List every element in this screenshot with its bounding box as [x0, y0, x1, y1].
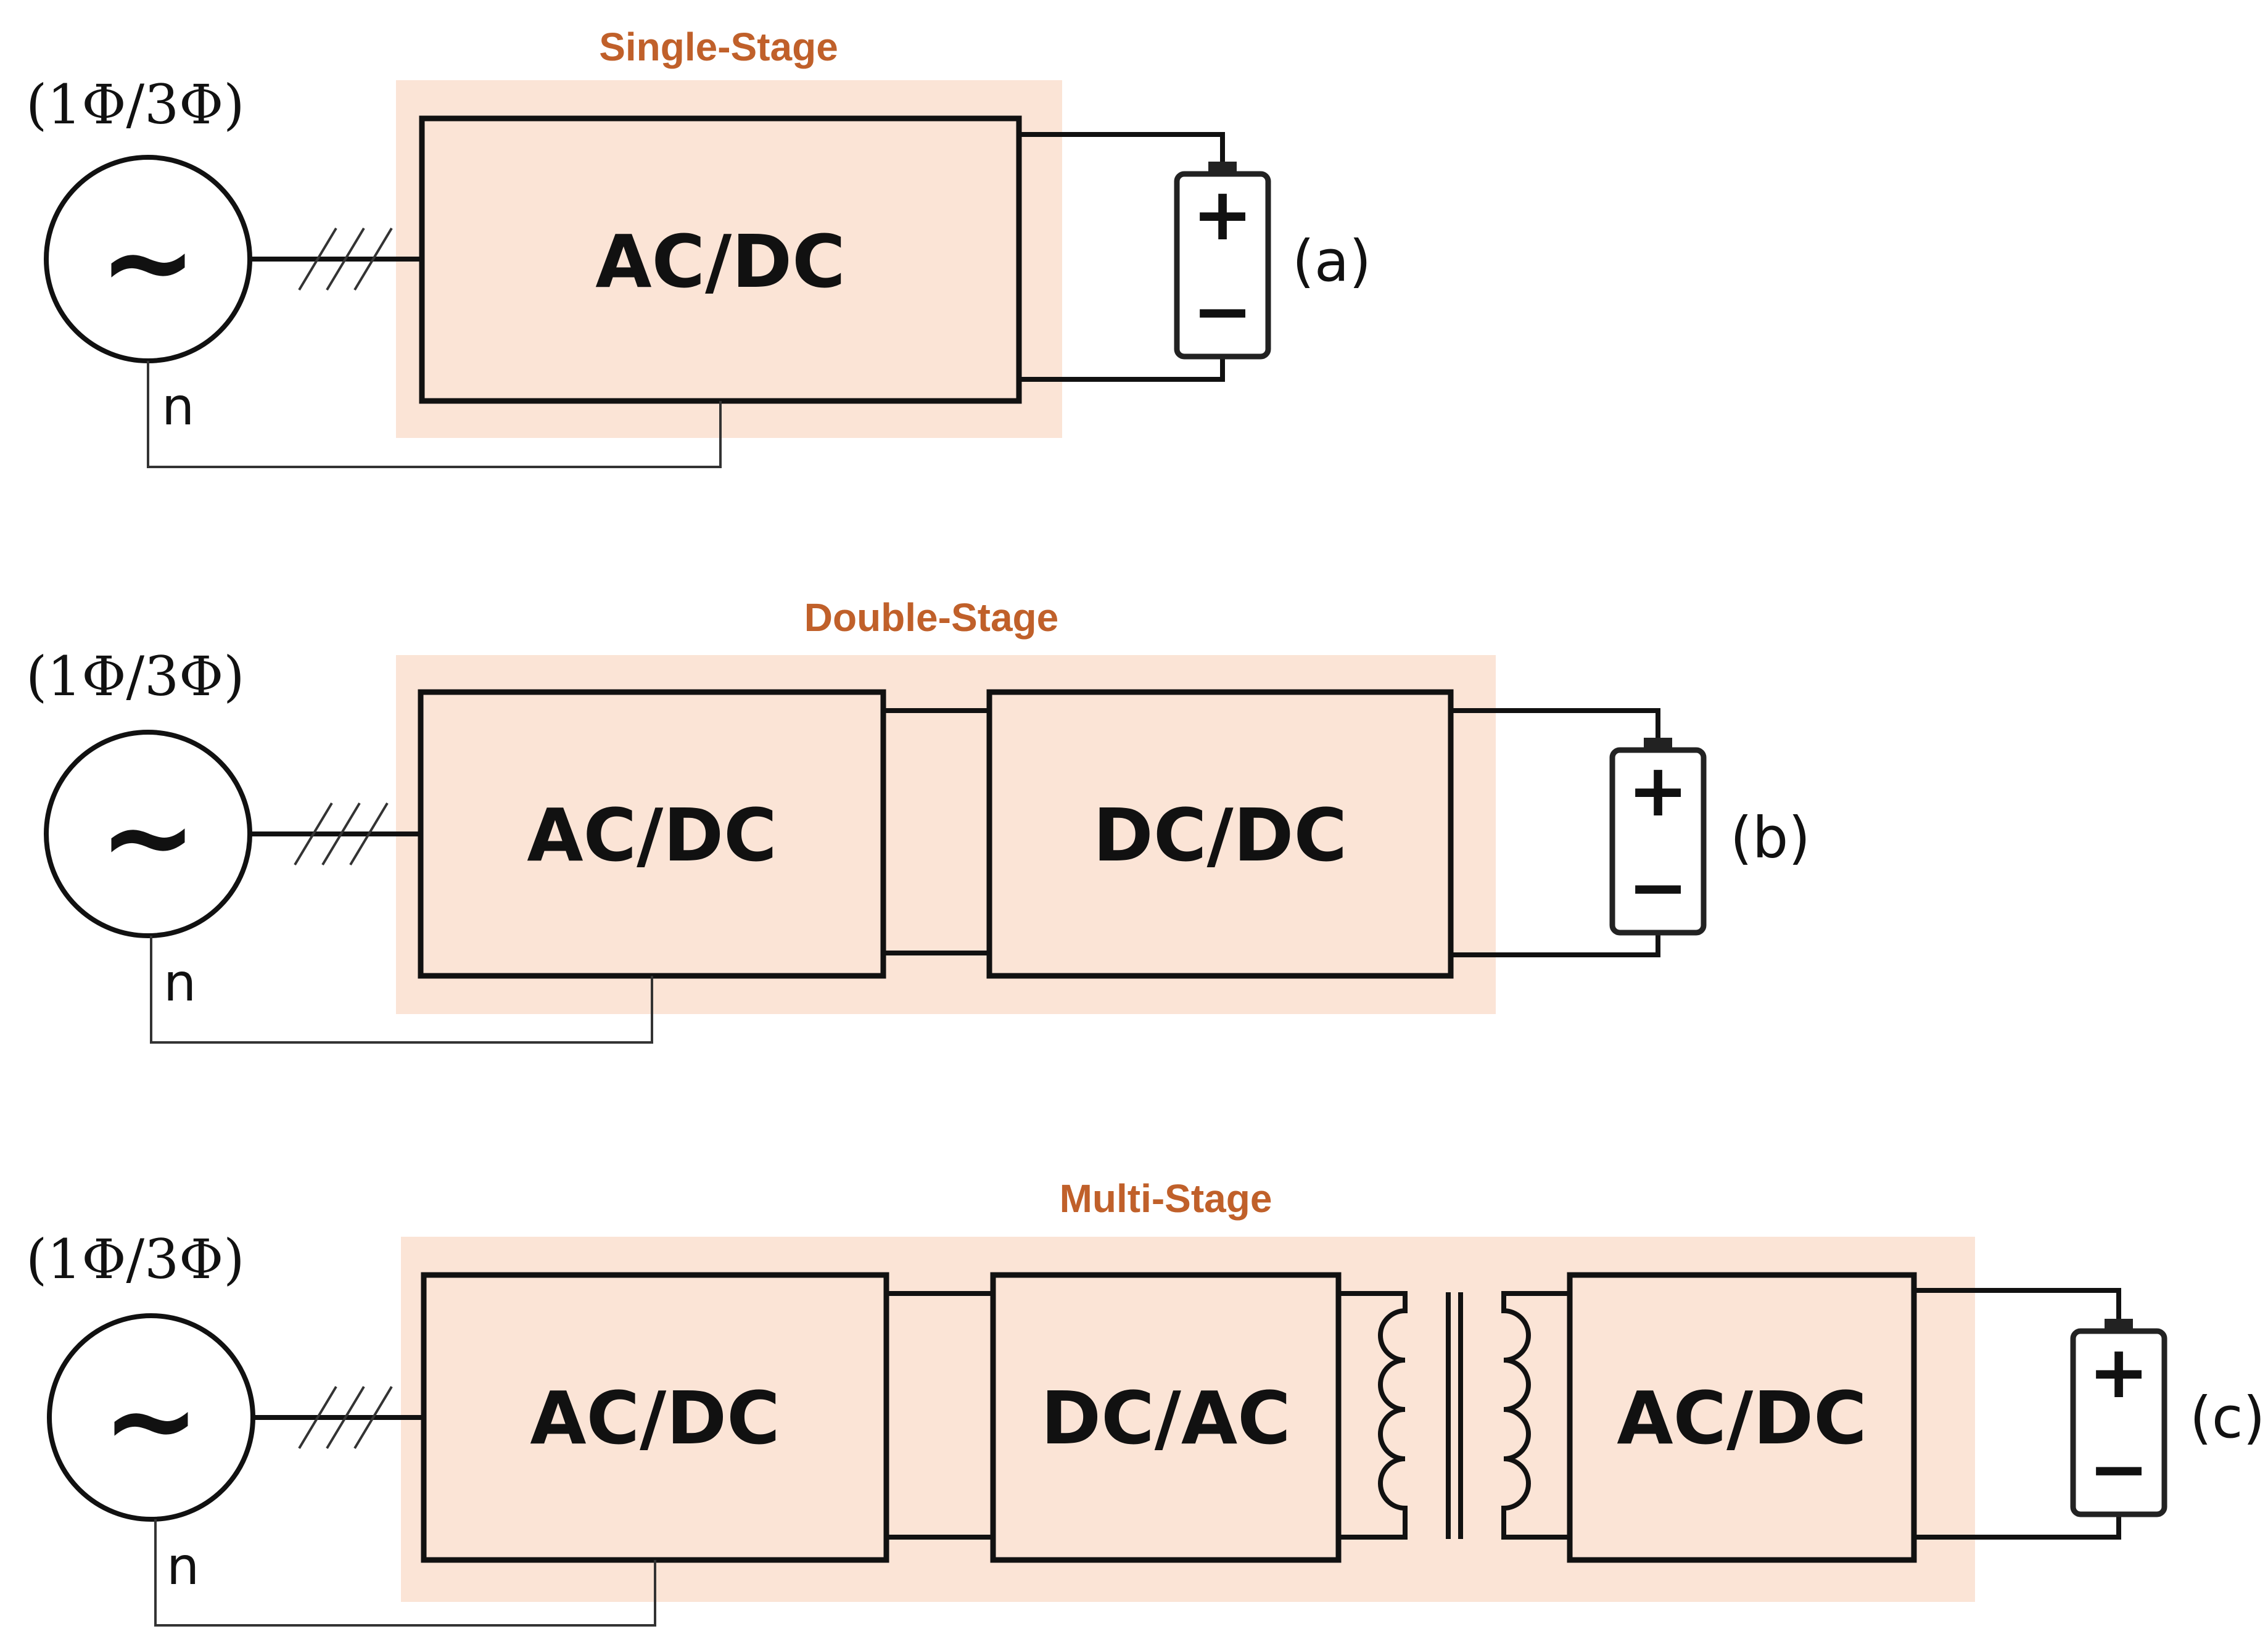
dc-positive-wire [1914, 1288, 2121, 1321]
multi-stage-title: Multi-Stage [1060, 1176, 1272, 1221]
dc-dc-block [986, 689, 1454, 979]
diagram-id-label: (c) [2190, 1385, 2265, 1451]
three-phase-slash-icon [298, 227, 393, 291]
battery-plus-sign: + [1192, 171, 1253, 257]
source-phase-label: (1Φ/3Φ) [26, 645, 245, 708]
ac-source-symbol: ~ [99, 194, 197, 330]
battery-plus-sign: + [2089, 1329, 2150, 1414]
single-stage-diagram: Single-Stage (1Φ/3Φ) ~ AC/DC + − (a) n [26, 25, 1371, 468]
double-stage-title: Double-Stage [804, 595, 1058, 640]
battery-icon: + − [2070, 1319, 2167, 1517]
ac-dc-block [418, 689, 886, 979]
dc-positive-wire [1451, 708, 1660, 741]
neutral-label: n [162, 376, 194, 437]
three-phase-slash-icon [294, 802, 389, 866]
dc-ac-block-label: DC/AC [1041, 1376, 1291, 1461]
battery-minus-sign: − [1628, 844, 1689, 930]
battery-minus-sign: − [1192, 268, 1253, 353]
ac-dc-output-block-label: AC/DC [1617, 1376, 1867, 1461]
double-stage-diagram: Double-Stage (1Φ/3Φ) ~ AC/DC DC/DC + − (… [26, 595, 1810, 1044]
ac-dc-block-label: AC/DC [527, 793, 777, 878]
neutral-label: n [167, 1536, 199, 1596]
neutral-label: n [163, 952, 196, 1013]
transformer-icon [1338, 1291, 1570, 1540]
dc-negative-wire [1914, 1514, 2121, 1540]
three-phase-slash-icon [298, 1385, 393, 1450]
source-phase-label: (1Φ/3Φ) [26, 73, 245, 136]
dc-dc-block-label: DC/DC [1093, 793, 1347, 878]
ac-dc-block-label: AC/DC [595, 219, 846, 304]
dc-negative-wire [1019, 357, 1225, 382]
battery-plus-sign: + [1628, 748, 1689, 833]
battery-icon: + − [1609, 738, 1707, 936]
multi-stage-diagram: Multi-Stage (1Φ/3Φ) ~ AC/DC DC/AC AC/DC [26, 1176, 2265, 1627]
diagram-id-label: (b) [1730, 805, 1810, 871]
ac-dc-block [421, 1272, 889, 1563]
neutral-wire [147, 361, 722, 468]
ac-dc-output-block [1567, 1272, 1917, 1563]
battery-icon: + − [1174, 162, 1271, 360]
ac-source-symbol: ~ [99, 769, 197, 905]
dc-negative-wire [1451, 933, 1660, 957]
dc-ac-block [990, 1272, 1342, 1563]
ac-dc-block-label: AC/DC [530, 1376, 780, 1461]
diagram-id-label: (a) [1292, 228, 1371, 294]
ac-source-symbol: ~ [102, 1352, 200, 1488]
source-phase-label: (1Φ/3Φ) [26, 1227, 245, 1291]
neutral-wire [154, 1519, 656, 1627]
dc-positive-wire [1019, 132, 1225, 165]
battery-minus-sign: − [2089, 1426, 2150, 1511]
single-stage-title: Single-Stage [599, 25, 838, 69]
neutral-wire [150, 936, 653, 1044]
